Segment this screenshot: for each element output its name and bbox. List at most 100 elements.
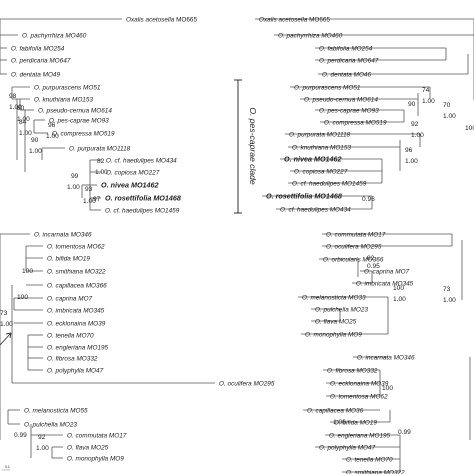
left-taxon-label: O. knuthiana MO153 — [34, 96, 93, 103]
comparison-arrow — [0, 332, 12, 346]
right-support-value: 0.95 — [367, 263, 380, 270]
left-support-value: 1.00 — [17, 116, 30, 123]
left-support-value: 100 — [17, 294, 28, 301]
left-taxon-label: O. imbricata MO345 — [47, 307, 105, 314]
right-taxon-label: O. pulchella MO23 — [315, 306, 368, 313]
left-support-value: 73 — [0, 310, 8, 317]
right-support-value: 1.00 — [411, 132, 424, 139]
right-taxon-label: O. ecklonaina MO39 — [330, 380, 389, 387]
left-taxon-label: O. pulchella MO23 — [24, 421, 77, 428]
right-taxon-label: O. monophylla MO9 — [305, 331, 362, 338]
right-tree-taxon-labels: Oxalis acetosella MO665 O. pachyrrhiza MO… — [259, 16, 415, 474]
right-support-value: 1.00 — [405, 158, 418, 165]
right-support-value: 92 — [411, 121, 419, 128]
right-taxon-label: O. purpurascens MO51 — [294, 84, 361, 91]
right-taxon-label: O. pseudo-cernua MO614 — [304, 96, 378, 103]
left-support-value: 1.00 — [95, 169, 108, 176]
left-tree-branches — [0, 18, 215, 459]
left-taxon-label: Oxalis acetosella MO665 — [126, 16, 197, 23]
right-support-value: 1.00 — [443, 297, 456, 304]
right-taxon-label: O. compressa MO519 — [324, 119, 387, 126]
right-support-value: 74 — [422, 87, 430, 94]
left-support-value: 0.99 — [14, 432, 27, 439]
right-taxon-label: O. caprina MO7 — [364, 268, 410, 275]
right-taxon-label: O. cf. haedulipes MO1459 — [292, 180, 367, 187]
right-support-value: 1.00 — [333, 419, 346, 426]
right-taxon-label: O. oculifera MO295 — [326, 243, 382, 250]
right-taxon-label: O. copiosa MO227 — [294, 168, 348, 175]
right-taxon-label: O. fibrosa MO332 — [327, 367, 378, 374]
right-taxon-label: O. purpurata MO1118 — [289, 131, 351, 138]
left-support-value: 99 — [71, 173, 79, 180]
left-support-value: 1.00 — [46, 133, 59, 140]
left-taxon-label: O. tomentosa MO62 — [47, 243, 105, 250]
left-support-value: 90 — [31, 137, 39, 144]
right-taxon-label: O. knuthiana MO153 — [292, 144, 351, 151]
right-taxon-label: O. imbricata MO345 — [356, 280, 414, 287]
right-support-value: 0.99 — [398, 429, 411, 436]
left-taxon-label: O. commutata MO17 — [67, 432, 127, 439]
right-support-value: 96 — [405, 147, 413, 154]
right-taxon-label: O. pes-caprae MO93 — [319, 107, 379, 114]
left-taxon-label: O. monophylla MO9 — [67, 455, 124, 462]
left-taxon-label: O. purpurata MO1118 — [69, 145, 131, 152]
left-taxon-label: O. pes-caprae MO93 — [49, 117, 109, 124]
right-tree-branches — [255, 18, 474, 473]
left-taxon-label: O. dentata MO49 — [11, 71, 60, 78]
left-taxon-label: O. cf. haedulipes MO1459 — [105, 207, 180, 214]
left-support-value: 100 — [22, 268, 33, 275]
left-support-value: 96 — [48, 122, 56, 129]
right-support-value: 100 — [465, 125, 474, 132]
left-taxon-label: O. oculifera MO295 — [219, 380, 275, 387]
left-support-value: 1.00 — [36, 445, 49, 452]
right-support-value: 70 — [443, 102, 451, 109]
left-taxon-label: O. melanosticta MO55 — [24, 407, 88, 414]
left-support-value: 1.00 — [67, 184, 80, 191]
right-support-value: 73 — [443, 286, 451, 293]
left-taxon-label: O. flava MO25 — [67, 444, 109, 451]
right-taxon-label: O. rosettifolia MO1468 — [266, 191, 342, 200]
left-taxon-label: O. nivea MO1462 — [101, 180, 159, 189]
support-values: 981.00801.00841.00961.00901.00821.00991.… — [0, 87, 474, 452]
left-support-value: 97 — [93, 196, 101, 203]
left-support-value: 80 — [17, 105, 25, 112]
right-taxon-label: O. incarnata MO346 — [357, 354, 415, 361]
right-taxon-label: O. orbicularis MO366 — [323, 256, 384, 263]
left-taxon-label: O. bifida MO19 — [47, 255, 90, 262]
left-support-value: 1.00 — [0, 321, 13, 328]
left-taxon-label: O. pachyrrhiza MO460 — [22, 32, 87, 39]
right-taxon-label: O. pachyrrhiza MO460 — [278, 32, 343, 39]
right-support-value: 1.00 — [422, 98, 435, 105]
left-taxon-label: O. tenella MO70 — [47, 332, 94, 339]
left-taxon-label: O. engleriana MO195 — [47, 344, 109, 351]
right-support-value: 100 — [382, 385, 393, 392]
left-taxon-label: O. pseudo-cernua MO614 — [38, 107, 112, 114]
left-taxon-label: O. fibrosa MO332 — [47, 355, 98, 362]
left-support-value: 1.00 — [9, 104, 22, 111]
left-taxon-label: O. incarnata MO346 — [34, 231, 92, 238]
left-support-value: 84 — [19, 119, 27, 126]
left-support-value: 93 — [85, 186, 93, 193]
left-taxon-label: O. capillacea MO366 — [47, 282, 107, 289]
right-support-value: 1.00 — [393, 296, 406, 303]
right-support-value: 0.96 — [362, 196, 375, 203]
scale-bar: 0.1 — [2, 465, 10, 471]
pes-caprae-clade-bracket: O. pes-caprae clade — [234, 79, 258, 214]
right-taxon-label: O. perdicaria MO647 — [319, 57, 379, 64]
right-support-value: 1.00 — [443, 113, 456, 120]
right-support-value: 90 — [408, 101, 416, 108]
left-taxon-label: O. compressa MO519 — [52, 130, 115, 137]
right-taxon-label: Oxalis acetosella MO665 — [259, 16, 330, 23]
left-taxon-label: O. smithiana MO322 — [47, 268, 106, 275]
left-taxon-label: O. copiosa MO227 — [106, 169, 160, 176]
right-taxon-label: O. nivea MO1462 — [284, 154, 342, 163]
left-support-value: 98 — [9, 93, 17, 100]
right-taxon-label: O. tenella MO70 — [346, 456, 393, 463]
right-taxon-label: O. melanosticta MO33 — [302, 294, 366, 301]
right-taxon-label: O. capillacea MO36 — [307, 407, 364, 414]
right-taxon-label: O. engleriana MO195 — [329, 432, 391, 439]
right-taxon-label: O. smithiana MO322 — [346, 469, 405, 474]
left-taxon-label: O. rosettifolia MO1468 — [105, 193, 181, 202]
right-taxon-label: O. tomentosa MO62 — [330, 393, 388, 400]
